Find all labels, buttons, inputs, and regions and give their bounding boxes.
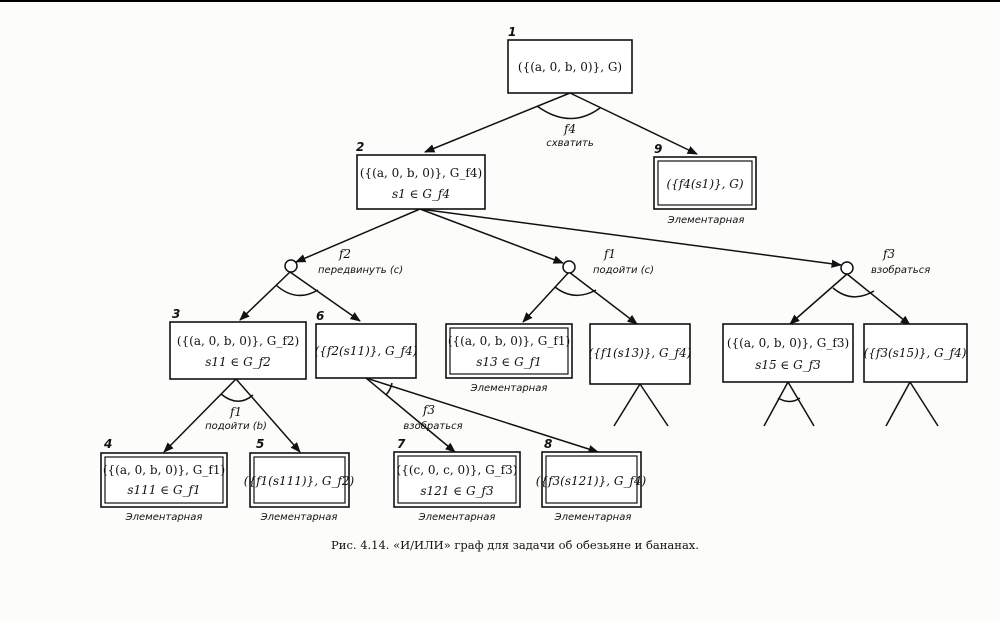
edge-or1-3 bbox=[239, 271, 291, 321]
figure-caption: Рис. 4.14. «И/ИЛИ» граф для задачи об об… bbox=[331, 538, 699, 552]
node-number: 3 bbox=[172, 307, 180, 321]
elementary-label: Элементарная bbox=[554, 512, 632, 523]
operator-name: f3 bbox=[882, 247, 895, 261]
operator-action: подойти (b) bbox=[205, 421, 267, 432]
operator-action: подойти (c) bbox=[593, 265, 654, 276]
node-number: 7 bbox=[397, 437, 406, 451]
operator-name: f1 bbox=[229, 405, 242, 419]
stub-15-right bbox=[787, 381, 815, 427]
node-state: ({(a, 0, b, 0)}, G_f2) bbox=[177, 334, 299, 348]
operator-name: f4 bbox=[563, 122, 576, 136]
edge-3-4 bbox=[163, 378, 237, 453]
node-9: 9 ({f4(s1)}, G) Элементарная bbox=[653, 142, 757, 226]
node-number: 8 bbox=[544, 437, 552, 451]
and-arc-f3b bbox=[385, 382, 393, 396]
edge-6-8 bbox=[365, 377, 600, 454]
or-node-f2 bbox=[284, 259, 298, 273]
stub-16-right bbox=[909, 381, 939, 427]
edge-or2-13 bbox=[522, 271, 570, 323]
edge-2-or2 bbox=[419, 208, 564, 264]
operator-action: взобраться bbox=[403, 420, 462, 432]
node-2: 2 ({(a, 0, b, 0)}, G_f4) s1 ∈ G_f4 bbox=[356, 140, 486, 210]
elementary-label: Элементарная bbox=[470, 383, 548, 394]
node-number: 4 bbox=[103, 437, 112, 451]
and-arc-f3a bbox=[832, 287, 875, 298]
elementary-label: Элементарная bbox=[260, 512, 338, 523]
edge-1-9 bbox=[569, 92, 698, 155]
edges bbox=[163, 92, 939, 454]
node-7: 7 ({(c, 0, c, 0)}, G_f3) s121 ∈ G_f3 Эле… bbox=[393, 437, 521, 523]
node-s13: ({(a, 0, b, 0)}, G_f1) s13 ∈ G_f1 Элемен… bbox=[445, 323, 573, 394]
operator-f3a: f3 взобраться bbox=[871, 247, 930, 276]
node-3: 3 ({(a, 0, b, 0)}, G_f2) s11 ∈ G_f2 bbox=[169, 307, 307, 380]
operator-f3b: f3 взобраться bbox=[403, 403, 462, 432]
stub-16-left bbox=[885, 381, 911, 427]
and-arc-stub-15 bbox=[777, 397, 801, 403]
operator-name: f2 bbox=[338, 247, 351, 261]
node-1: 1 ({(a, 0, b, 0)}, G) bbox=[507, 25, 633, 94]
elementary-label: Элементарная bbox=[125, 512, 203, 523]
operator-f1c: f1 подойти (c) bbox=[593, 247, 654, 276]
node-6: 6 ({f2(s11)}, G_f4) bbox=[315, 309, 418, 379]
stub-14-left bbox=[613, 383, 641, 427]
operator-name: f1 bbox=[603, 247, 616, 261]
node-number: 9 bbox=[654, 142, 662, 156]
operator-f1b: f1 подойти (b) bbox=[205, 405, 267, 432]
operator-f2: f2 передвинуть (c) bbox=[318, 247, 403, 276]
operator-f4: f4 схватить bbox=[546, 122, 594, 149]
node-number: 2 bbox=[356, 140, 364, 154]
node-8: 8 ({f3(s121)}, G_f4) Элементарная bbox=[536, 437, 647, 523]
stub-14-right bbox=[639, 383, 669, 427]
node-condition: s121 ∈ G_f3 bbox=[420, 484, 494, 498]
operator-action: взобраться bbox=[871, 264, 930, 276]
edge-2-or1 bbox=[295, 208, 421, 263]
edge-6-7 bbox=[365, 377, 456, 453]
edge-1-2 bbox=[424, 92, 571, 153]
and-arc-f2 bbox=[275, 284, 319, 297]
node-number: 1 bbox=[508, 25, 516, 39]
node-number: 6 bbox=[316, 309, 324, 323]
node-f1-s13: ({f1(s13)}, G_f4) bbox=[589, 323, 692, 385]
or-node-f1 bbox=[562, 260, 576, 274]
stub-15-left bbox=[763, 381, 789, 427]
node-state: ({(a, 0, b, 0)}, G_f1) bbox=[448, 334, 570, 348]
operator-action: передвинуть (c) bbox=[318, 265, 403, 276]
node-state: ({f4(s1)}, G) bbox=[666, 177, 743, 191]
node-condition: s1 ∈ G_f4 bbox=[392, 187, 450, 201]
node-state: ({f1(s111)}, G_f2) bbox=[244, 474, 355, 488]
node-s15: ({(a, 0, b, 0)}, G_f3) s15 ∈ G_f3 bbox=[722, 323, 854, 383]
edge-or1-6 bbox=[289, 271, 361, 322]
edge-3-5 bbox=[235, 378, 301, 453]
top-border-line bbox=[0, 0, 1000, 2]
elementary-label: Элементарная bbox=[418, 512, 496, 523]
node-state: ({(c, 0, c, 0)}, G_f3) bbox=[397, 463, 518, 477]
node-condition: s11 ∈ G_f2 bbox=[205, 355, 271, 369]
elementary-label: Элементарная bbox=[667, 215, 745, 226]
node-4: 4 ({(a, 0, b, 0)}, G_f1) s111 ∈ G_f1 Эле… bbox=[100, 437, 228, 523]
edge-2-or3 bbox=[419, 208, 843, 268]
and-arc-f1b bbox=[220, 393, 254, 402]
or-node-f3 bbox=[840, 261, 854, 275]
node-state: ({f3(s121)}, G_f4) bbox=[536, 474, 647, 488]
node-state: ({(a, 0, b, 0)}, G_f1) bbox=[103, 463, 225, 477]
operator-name: f3 bbox=[422, 403, 435, 417]
node-state: ({(a, 0, b, 0)}, G) bbox=[518, 60, 622, 74]
node-state: ({f3(s15)}, G_f4) bbox=[864, 346, 967, 360]
node-condition: s13 ∈ G_f1 bbox=[476, 355, 542, 369]
operator-action: схватить bbox=[546, 138, 594, 149]
node-state: ({(a, 0, b, 0)}, G_f4) bbox=[360, 166, 482, 180]
edge-or3-16 bbox=[846, 273, 911, 326]
node-f3-s15: ({f3(s15)}, G_f4) bbox=[863, 323, 968, 383]
edge-or2-14 bbox=[568, 271, 638, 325]
node-state: ({(a, 0, b, 0)}, G_f3) bbox=[727, 336, 849, 350]
node-state: ({f1(s13)}, G_f4) bbox=[589, 346, 692, 360]
node-condition: s15 ∈ G_f3 bbox=[755, 358, 821, 372]
edge-or3-15 bbox=[789, 273, 848, 325]
and-arc-f1c bbox=[554, 286, 597, 296]
and-arc-f4 bbox=[536, 105, 601, 120]
node-state: ({f2(s11)}, G_f4) bbox=[315, 344, 418, 358]
node-condition: s111 ∈ G_f1 bbox=[127, 483, 200, 497]
node-number: 5 bbox=[256, 437, 264, 451]
node-5: 5 ({f1(s111)}, G_f2) Элементарная bbox=[244, 437, 355, 523]
